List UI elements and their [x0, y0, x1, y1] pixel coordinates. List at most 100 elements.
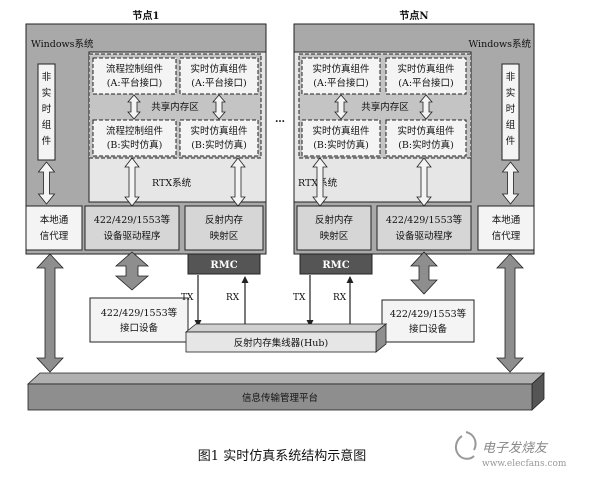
node-1-reflect-map-line2: 映射区 [210, 230, 239, 242]
node-1-comp-b-right-line2: (B:实时仿真) [191, 139, 247, 151]
interface-device-right-line2: 接口设备 [409, 323, 448, 335]
platform-front-face [27, 383, 533, 411]
node-n-comp-a-left-line1: 实时仿真组件 [312, 63, 370, 75]
node-n-nonrt-char: 件 [506, 135, 516, 147]
double-arrow [416, 157, 432, 207]
node-1-local-agent-line2: 信代理 [40, 230, 69, 242]
node-n-comp-b-right-line2: (B:实时仿真) [398, 139, 454, 151]
node-n-nonrt-component [501, 63, 520, 161]
node-1-local-agent [25, 205, 83, 251]
node-n-reflect-map [296, 205, 372, 251]
node-1: 节点1 Windows系统 非 实 时 组 件 共享内存区 流程控制组件 (A:… [25, 9, 267, 275]
reflective-memory-hub: 反射内存集线器(Hub) [184, 323, 388, 353]
double-arrow [124, 157, 140, 207]
node-1-driver-line2: 设备驱动程序 [103, 230, 161, 242]
interface-device-left-line1: 422/429/1553等 [101, 307, 178, 319]
node-1-rmc [187, 253, 261, 275]
node-n-local-agent [477, 205, 535, 251]
external-arrows [36, 251, 524, 373]
double-arrow [37, 161, 56, 205]
watermark: 电子发烧友 www.elecfans.com [454, 431, 567, 469]
node-1-driver [84, 205, 180, 251]
node-n-rmc-label: RMC [322, 260, 349, 271]
hub-front-face [185, 331, 377, 353]
node-1-reflect-map-line1: 反射内存 [205, 214, 244, 226]
interface-device-right [381, 299, 475, 343]
node-1-nonrt-char: 实 [42, 87, 52, 99]
double-arrow [127, 94, 141, 120]
internal-arrows [37, 94, 520, 207]
node-n-rx-label: RX [333, 293, 347, 303]
double-arrow [496, 253, 524, 373]
node-1-comp-a-right-line1: 实时仿真组件 [190, 63, 248, 75]
watermark-url: www.elecfans.com [482, 459, 567, 469]
node-n-comp-a-right-line2: (A:平台接口) [398, 77, 453, 89]
node-1-comp-a-left-line1: 流程控制组件 [106, 63, 164, 75]
double-arrow [36, 253, 64, 373]
hub-top-face [184, 323, 388, 333]
platform-top-face [26, 372, 546, 385]
node-1-nonrt-char: 组 [42, 119, 52, 131]
node-n-comp-a-right [385, 57, 467, 95]
watermark-logo-icon [454, 431, 477, 460]
node-1-comp-a-right-line2: (A:平台接口) [191, 77, 246, 89]
node-n-nonrt-char: 实 [506, 87, 516, 99]
double-arrow [410, 251, 438, 295]
node-1-comp-b-right-line1: 实时仿真组件 [190, 125, 248, 137]
node-1-comp-a-right [179, 57, 259, 95]
node-n-reflect-map-line1: 反射内存 [315, 214, 354, 226]
node-n-comp-b-left-line2: (B:实时仿真) [313, 139, 369, 151]
node-1-comp-b-left-line2: (B:实时仿真) [107, 139, 163, 151]
node-1-shared-memory-label: 共享内存区 [151, 101, 199, 113]
node-n-comp-b-right-line1: 实时仿真组件 [397, 125, 455, 137]
node-1-driver-line1: 422/429/1553等 [94, 214, 171, 226]
node-1-comp-b-left-line1: 流程控制组件 [106, 125, 164, 137]
double-arrow [212, 94, 226, 120]
node-n-driver [376, 205, 472, 251]
watermark-text: 电子发烧友 [482, 441, 549, 456]
node-1-comp-b-right [179, 119, 259, 157]
node-n-shared-memory-label: 共享内存区 [361, 101, 409, 113]
node-1-local-agent-line1: 本地通 [40, 214, 69, 226]
interface-device-right-line1: 422/429/1553等 [390, 308, 467, 320]
node-n-nonrt-char: 组 [506, 119, 516, 131]
ellipsis: … [275, 114, 285, 125]
node-n-driver-line1: 422/429/1553等 [386, 214, 463, 226]
node-n-comp-a-left [301, 57, 381, 95]
tx-rx-links [194, 275, 354, 327]
node-n-comp-b-left-line1: 实时仿真组件 [312, 125, 370, 137]
node-n-local-agent-line2: 信代理 [492, 230, 521, 242]
double-arrow [230, 157, 246, 207]
node-n-local-agent-line1: 本地通 [492, 214, 521, 226]
node-n-comp-a-right-line1: 实时仿真组件 [397, 63, 455, 75]
double-arrow [501, 161, 520, 205]
node-1-rtx-label: RTX系统 [152, 177, 192, 189]
node-1-nonrt-char: 时 [42, 103, 52, 115]
platform-label: 信息传输管理平台 [242, 392, 318, 404]
node-n-comp-a-left-line2: (A:平台接口) [313, 77, 368, 89]
node-n-reflect-map-line2: 映射区 [320, 230, 349, 242]
node-n-os-label: Windows系统 [468, 38, 531, 50]
double-arrow [114, 251, 150, 291]
node-n-title: 节点N [399, 9, 428, 22]
node-1-tx-label: TX [181, 293, 194, 303]
node-1-nonrt-char: 非 [42, 71, 52, 83]
node-1-nonrt-component [37, 63, 56, 161]
node-n-nonrt-char: 时 [506, 103, 516, 115]
figure-caption: 图1 实时仿真系统结构示意图 [198, 448, 366, 464]
node-n: 节点N Windows系统 共享内存区 实时仿真组件 (A:平台接口) 实时仿真… [293, 9, 535, 275]
interface-device-left [89, 297, 189, 343]
node-n-rmc [299, 253, 373, 275]
node-1-rmc-label: RMC [210, 260, 237, 271]
node-n-nonrt-char: 非 [506, 71, 516, 83]
node-1-os-label: Windows系统 [31, 38, 94, 50]
node-n-driver-line2: 设备驱动程序 [395, 230, 453, 242]
node-1-reflect-map [184, 205, 264, 251]
double-arrow [419, 94, 433, 120]
node-n-tx-label: TX [293, 293, 306, 303]
hub-label: 反射内存集线器(Hub) [234, 337, 328, 349]
node-1-nonrt-char: 件 [42, 135, 52, 147]
info-transfer-platform: 信息传输管理平台 [26, 372, 546, 411]
double-arrow [312, 157, 328, 207]
